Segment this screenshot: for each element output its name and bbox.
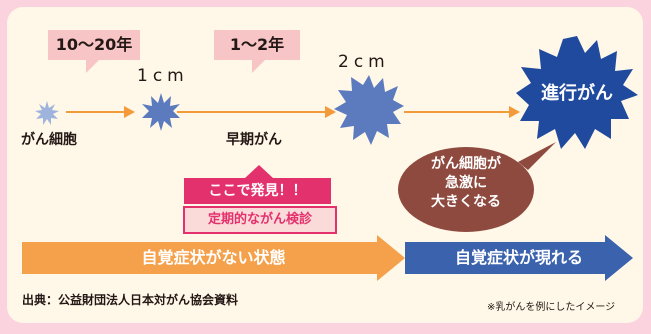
timeline-arrowhead-3 bbox=[509, 106, 520, 118]
size-label-1cm: 1cm bbox=[137, 66, 189, 86]
cancer-2cm-icon bbox=[334, 75, 404, 145]
note-text: ※乳がんを例にしたイメージ bbox=[487, 302, 616, 313]
timeline-arrowhead-2 bbox=[325, 106, 336, 118]
advanced-cancer-icon bbox=[516, 36, 638, 149]
bubble-line-3: 大きくなる bbox=[431, 194, 501, 210]
advanced-cancer-label: 進行がん bbox=[541, 83, 613, 104]
early-cancer-label: 早期がん bbox=[226, 132, 282, 148]
cancer-cell-small-icon bbox=[35, 101, 59, 125]
symptoms-appear-arrow: 自覚症状が現れる bbox=[405, 235, 633, 281]
timeline-line-2 bbox=[177, 111, 327, 113]
no-symptoms-arrow: 自覚症状がない状態 bbox=[22, 235, 405, 281]
timeline-arrowhead-1 bbox=[124, 106, 135, 118]
found-here-badge: ここで発見！！ bbox=[184, 178, 331, 204]
source-text: 出典：公益財団法人日本対がん協会資料 bbox=[22, 293, 239, 307]
period-label-2: 1〜2年 bbox=[214, 30, 300, 73]
bubble-line-2: 急激に bbox=[445, 175, 487, 191]
period-label-1: 10〜20年 bbox=[48, 30, 140, 73]
bubble-tail bbox=[518, 142, 556, 170]
screening-label: 定期的ながん検診 bbox=[183, 206, 337, 234]
timeline-line-1 bbox=[66, 111, 126, 113]
bubble-line-1: がん細胞が bbox=[431, 156, 501, 172]
cancer-1cm-icon bbox=[142, 93, 180, 131]
timeline-line-3 bbox=[404, 111, 510, 113]
up-arrow-icon bbox=[245, 165, 273, 178]
rapid-growth-bubble: がん細胞が 急激に 大きくなる bbox=[398, 147, 534, 232]
cancer-cell-label: がん細胞 bbox=[21, 132, 77, 148]
size-label-2cm: 2cm bbox=[338, 52, 390, 72]
